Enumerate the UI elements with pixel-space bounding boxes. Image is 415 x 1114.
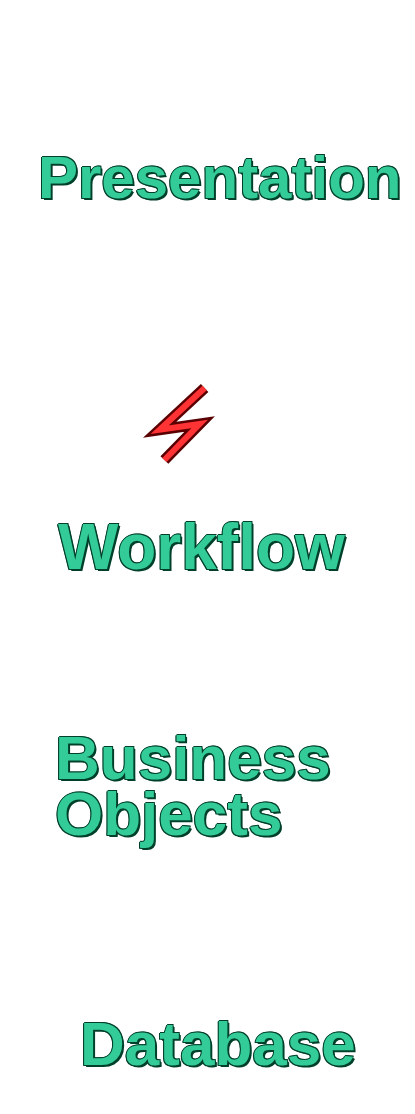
tier-label: Presentation: [38, 148, 401, 208]
workflow-icon: [95, 588, 275, 690]
tier-label: Database: [80, 1013, 356, 1075]
connector-outline: [160, 388, 205, 460]
text-slot: Presentation: [38, 148, 401, 208]
tier-label: Workflow: [58, 515, 345, 579]
text-slot: Workflow: [58, 515, 345, 579]
server-cube: [20, 365, 400, 1114]
text-slot: Business Objects: [55, 730, 355, 842]
connector: [160, 388, 205, 460]
server-tier-cube: WorkflowBusiness ObjectsDatabase: [20, 460, 400, 1114]
text-slot: Database: [80, 1013, 356, 1075]
client-tier-cube: Presentation: [28, 5, 412, 388]
presentation-icon: [90, 265, 275, 385]
lightning-connector: [160, 388, 205, 460]
client-cube: [28, 5, 412, 388]
tier-label: Business Objects: [55, 730, 355, 842]
